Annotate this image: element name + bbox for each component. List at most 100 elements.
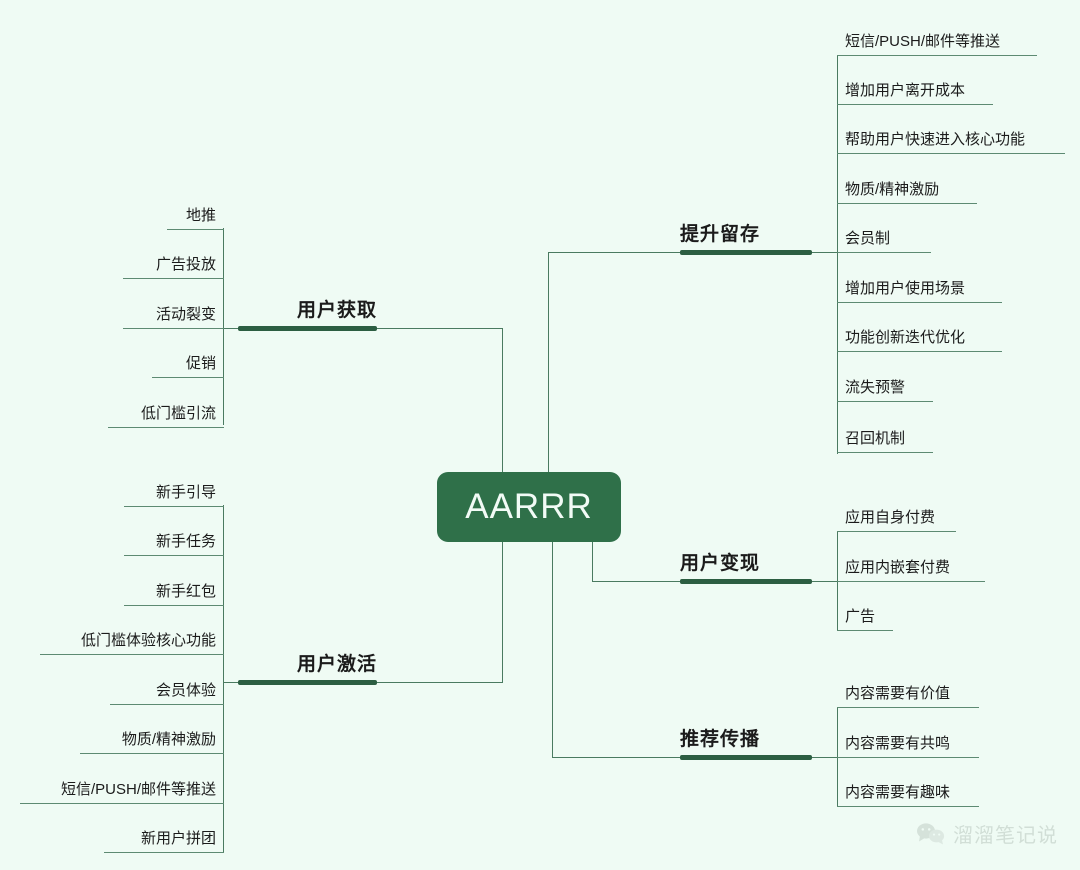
leaf-activation-0[interactable]: 新手引导	[124, 473, 224, 507]
connector-retention-horizontal	[548, 252, 680, 253]
leaf-label: 应用自身付费	[845, 509, 936, 526]
leaf-underline	[837, 581, 985, 582]
spine-activation-join	[223, 682, 249, 683]
branch-monetization-label: 用户变现	[680, 553, 761, 574]
leaf-label: 新用户拼团	[140, 830, 216, 847]
leaf-underline	[80, 753, 224, 754]
spine-acquisition-join	[223, 328, 249, 329]
leaf-label: 增加用户使用场景	[845, 280, 966, 297]
leaf-label: 召回机制	[845, 430, 906, 447]
connector-retention-vertical	[548, 252, 549, 474]
branch-monetization[interactable]: 用户变现	[680, 534, 812, 584]
leaf-activation-6[interactable]: 短信/PUSH/邮件等推送	[20, 770, 224, 804]
leaf-retention-1[interactable]: 增加用户离开成本	[837, 71, 993, 105]
branch-referral-bar	[680, 755, 812, 760]
leaf-referral-2[interactable]: 内容需要有趣味	[837, 773, 979, 807]
leaf-label: 内容需要有共鸣	[845, 735, 951, 752]
connector-activation-horizontal	[376, 682, 503, 683]
leaf-label: 内容需要有趣味	[845, 784, 951, 801]
leaf-underline	[123, 278, 224, 279]
leaf-acquisition-4[interactable]: 低门槛引流	[108, 394, 224, 428]
leaf-activation-1[interactable]: 新手任务	[124, 522, 224, 556]
connector-acquisition-horizontal	[376, 328, 503, 329]
leaf-underline	[837, 302, 1002, 303]
leaf-label: 短信/PUSH/邮件等推送	[845, 33, 1001, 50]
leaf-activation-3[interactable]: 低门槛体验核心功能	[40, 621, 224, 655]
branch-acquisition-label: 用户获取	[296, 300, 377, 321]
leaf-underline	[167, 229, 224, 230]
leaf-underline	[837, 531, 956, 532]
branch-retention-bar	[680, 250, 812, 255]
leaf-retention-6[interactable]: 功能创新迭代优化	[837, 318, 1002, 352]
leaf-underline	[152, 377, 224, 378]
leaf-label: 会员体验	[155, 682, 216, 699]
leaf-label: 功能创新迭代优化	[845, 329, 966, 346]
leaf-monetization-2[interactable]: 广告	[837, 597, 893, 631]
leaf-underline	[837, 252, 931, 253]
leaf-label: 新手红包	[155, 583, 216, 600]
branch-activation-label: 用户激活	[296, 654, 377, 675]
leaf-monetization-0[interactable]: 应用自身付费	[837, 498, 956, 532]
leaf-underline	[837, 806, 979, 807]
spine-acquisition	[223, 228, 224, 425]
leaf-label: 内容需要有价值	[845, 685, 951, 702]
leaf-underline	[837, 351, 1002, 352]
connector-referral-horizontal	[552, 757, 680, 758]
central-node-aarrr[interactable]: AARRR	[437, 472, 621, 542]
leaf-retention-4[interactable]: 会员制	[837, 219, 931, 253]
leaf-label: 物质/精神激励	[845, 181, 940, 198]
leaf-monetization-1[interactable]: 应用内嵌套付费	[837, 548, 985, 582]
branch-activation-bar	[238, 680, 377, 685]
leaf-retention-3[interactable]: 物质/精神激励	[837, 170, 977, 204]
leaf-underline	[124, 506, 224, 507]
connector-activation-vertical	[502, 541, 503, 682]
leaf-label: 会员制	[845, 230, 891, 247]
spine-referral-join	[812, 757, 838, 758]
leaf-underline	[108, 427, 224, 428]
leaf-label: 广告	[845, 608, 876, 625]
branch-monetization-bar	[680, 579, 812, 584]
leaf-underline	[124, 555, 224, 556]
branch-acquisition-bar	[238, 326, 377, 331]
branch-activation[interactable]: 用户激活	[238, 635, 377, 685]
connector-referral-vertical	[552, 541, 553, 757]
leaf-label: 广告投放	[155, 256, 216, 273]
leaf-retention-0[interactable]: 短信/PUSH/邮件等推送	[837, 22, 1037, 56]
watermark: 溜溜笔记说	[916, 819, 1058, 848]
leaf-label: 增加用户离开成本	[845, 82, 966, 99]
branch-referral[interactable]: 推荐传播	[680, 710, 812, 760]
leaf-acquisition-3[interactable]: 促销	[152, 344, 224, 378]
leaf-retention-8[interactable]: 召回机制	[837, 419, 933, 453]
branch-acquisition[interactable]: 用户获取	[238, 281, 377, 331]
leaf-label: 短信/PUSH/邮件等推送	[60, 781, 216, 798]
leaf-underline	[837, 203, 977, 204]
leaf-activation-5[interactable]: 物质/精神激励	[80, 720, 224, 754]
leaf-underline	[123, 328, 224, 329]
wechat-icon	[916, 822, 946, 846]
leaf-acquisition-1[interactable]: 广告投放	[123, 245, 224, 279]
leaf-activation-4[interactable]: 会员体验	[110, 671, 224, 705]
leaf-underline	[837, 153, 1065, 154]
leaf-referral-0[interactable]: 内容需要有价值	[837, 674, 979, 708]
leaf-underline	[40, 654, 224, 655]
leaf-activation-2[interactable]: 新手红包	[124, 572, 224, 606]
branch-referral-label: 推荐传播	[680, 729, 761, 750]
leaf-activation-7[interactable]: 新用户拼团	[104, 819, 224, 853]
branch-retention[interactable]: 提升留存	[680, 205, 812, 255]
leaf-acquisition-2[interactable]: 活动裂变	[123, 295, 224, 329]
connector-monetization-horizontal	[592, 581, 680, 582]
leaf-underline	[104, 852, 224, 853]
leaf-underline	[837, 55, 1037, 56]
leaf-underline	[20, 803, 224, 804]
leaf-underline	[837, 104, 993, 105]
leaf-retention-5[interactable]: 增加用户使用场景	[837, 269, 1002, 303]
leaf-retention-7[interactable]: 流失预警	[837, 368, 933, 402]
leaf-label: 促销	[185, 355, 216, 372]
leaf-label: 低门槛体验核心功能	[80, 632, 216, 649]
leaf-underline	[837, 707, 979, 708]
leaf-acquisition-0[interactable]: 地推	[167, 196, 224, 230]
spine-activation	[223, 505, 224, 853]
leaf-retention-2[interactable]: 帮助用户快速进入核心功能	[837, 120, 1065, 154]
leaf-referral-1[interactable]: 内容需要有共鸣	[837, 724, 979, 758]
